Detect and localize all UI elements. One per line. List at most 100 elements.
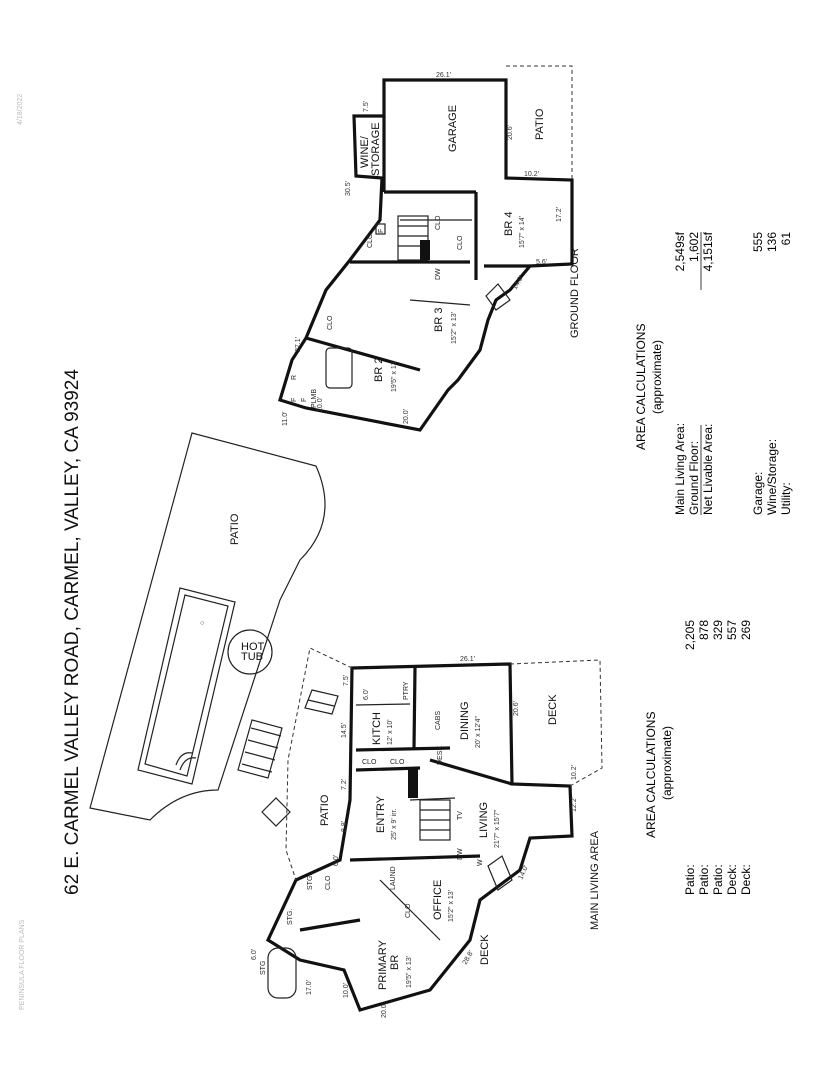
svg-text:○: ○ <box>200 620 204 627</box>
svg-text:CLO: CLO <box>405 903 412 918</box>
svg-text:20' x 12'4": 20' x 12'4" <box>475 715 482 748</box>
watermark-left: PENINSULA FLOOR PLANS <box>19 919 26 1010</box>
svg-text:CLO: CLO <box>362 759 377 766</box>
svg-text:10.2': 10.2' <box>524 171 539 178</box>
svg-text:STG.: STG. <box>307 874 314 890</box>
svg-text:14.5': 14.5' <box>341 723 348 738</box>
svg-text:(approximate): (approximate) <box>650 340 664 414</box>
ground-floor-label: GROUND FLOOR <box>569 248 581 338</box>
room-living: LIVING <box>478 802 490 838</box>
svg-text:26.1': 26.1' <box>460 656 475 663</box>
main-living-area-label: MAIN LIVING AREA <box>589 830 601 930</box>
svg-text:15'7" x 14': 15'7" x 14' <box>519 216 526 248</box>
watermark-right: 4/18/2022 <box>17 94 24 125</box>
svg-text:6.0': 6.0' <box>363 689 370 700</box>
pool-patio-area: ○ HOT TUB PATIO <box>89 432 339 821</box>
area-main-row-label: Patio: <box>711 864 725 895</box>
svg-text:19'5" x 13': 19'5" x 13' <box>391 360 398 392</box>
room-garage: GARAGE <box>447 105 459 152</box>
room-primary-br: PRIMARY <box>377 939 389 990</box>
room-patio-pool: PATIO <box>229 513 241 545</box>
svg-text:17.0': 17.0' <box>306 980 313 995</box>
svg-text:12' x 10': 12' x 10' <box>387 719 394 745</box>
svg-text:26.1': 26.1' <box>436 72 451 79</box>
area-main-row-value: 329 <box>711 620 725 640</box>
svg-text:20.6': 20.6' <box>513 701 520 716</box>
svg-text:DESK: DESK <box>437 746 444 765</box>
svg-text:14.0': 14.0' <box>512 275 526 291</box>
room-patio-entry: PATIO <box>319 794 331 826</box>
svg-text:LAUND: LAUND <box>390 866 397 890</box>
svg-text:30.5': 30.5' <box>345 181 352 196</box>
svg-text:CLO: CLO <box>390 759 405 766</box>
svg-text:28.8': 28.8' <box>462 950 476 966</box>
room-br2: BR 2 <box>373 358 385 382</box>
area-calculations-main: AREA CALCULATIONS (approximate) Patio: P… <box>644 620 753 895</box>
hot-tub-label-2: TUB <box>241 651 263 663</box>
svg-text:CABS: CABS <box>435 711 442 730</box>
svg-text:8.8': 8.8' <box>341 821 348 832</box>
area-ground-row-value: 4,151sf <box>701 231 715 271</box>
svg-text:F: F <box>301 398 308 402</box>
svg-text:20.0': 20.0' <box>381 1003 388 1018</box>
area-ground-row-value: 2,549sf <box>673 231 687 271</box>
page-title: 62 E. CARMEL VALLEY ROAD, CARMEL, VALLEY… <box>62 369 83 895</box>
area-main-row-label: Deck: <box>725 864 739 895</box>
svg-text:F: F <box>291 398 298 402</box>
svg-text:CLO: CLO <box>457 235 464 250</box>
area-ground-row-label: Utility: <box>779 482 793 515</box>
area-ground-row-value: 61 <box>779 232 793 246</box>
svg-text:25' x 9' irr.: 25' x 9' irr. <box>391 808 398 840</box>
svg-text:6.0': 6.0' <box>251 949 258 960</box>
room-patio-ground: PATIO <box>534 108 546 140</box>
area-ground-row-label: Ground Floor: <box>687 441 701 515</box>
svg-text:15'2" x 13': 15'2" x 13' <box>451 312 458 344</box>
room-kitch: KITCH <box>371 712 383 745</box>
room-entry: ENTRY <box>375 795 387 833</box>
room-br3: BR 3 <box>433 308 445 332</box>
ground-floor-plan: GARAGE PATIO WINE/ STORAGE BR 4 15'7" x … <box>278 65 574 432</box>
svg-text:STG: STG <box>260 961 267 975</box>
svg-text:DW: DW <box>457 848 464 860</box>
room-deck-bottom: DECK <box>479 934 491 965</box>
svg-text:DW: DW <box>435 268 442 280</box>
svg-text:12.2': 12.2' <box>571 797 578 812</box>
svg-text:20.0': 20.0' <box>403 409 410 424</box>
svg-text:F: F <box>378 229 385 233</box>
area-ground-row-value: 136 <box>765 232 779 252</box>
svg-text:CLO: CLO <box>367 233 374 248</box>
room-br4: BR 4 <box>503 212 515 236</box>
svg-text:11.0': 11.0' <box>282 412 289 426</box>
svg-text:(approximate): (approximate) <box>660 726 674 800</box>
svg-text:PLMB: PLMB <box>311 389 318 408</box>
svg-text:21'7" x 15'7": 21'7" x 15'7" <box>494 809 501 848</box>
svg-text:5.6': 5.6' <box>536 259 547 266</box>
svg-text:CLO: CLO <box>327 315 334 330</box>
svg-text:15'2" x 13': 15'2" x 13' <box>448 890 455 922</box>
area-main-row-value: 878 <box>697 620 711 640</box>
area-ground-row-label: Wine/Storage: <box>765 439 779 515</box>
svg-text:10.0': 10.0' <box>343 983 350 998</box>
room-deck-top: DECK <box>547 694 559 725</box>
svg-text:PTRY: PTRY <box>403 681 410 700</box>
hot-tub <box>227 629 273 675</box>
area-ground-row-label: Net Livable Area: <box>701 424 715 515</box>
area-ground-row-label: Garage: <box>751 472 765 515</box>
svg-text:AREA CALCULATIONS: AREA CALCULATIONS <box>644 712 658 838</box>
area-ground-row-value: 555 <box>751 232 765 252</box>
svg-text:STG.: STG. <box>287 909 294 925</box>
room-wine-storage: WINE/ <box>359 135 371 168</box>
steps <box>237 689 339 779</box>
svg-text:7.5': 7.5' <box>363 101 370 112</box>
svg-text:W: W <box>477 859 484 866</box>
area-main-row-value: 557 <box>725 620 739 640</box>
svg-text:AREA CALCULATIONS: AREA CALCULATIONS <box>634 324 648 450</box>
svg-text:7.5': 7.5' <box>343 675 350 686</box>
svg-text:STORAGE: STORAGE <box>370 122 382 176</box>
room-dining: DINING <box>459 702 471 741</box>
area-ground-row-value: 1,602 <box>687 232 701 262</box>
svg-text:CLO: CLO <box>325 875 332 890</box>
area-main-row-label: Patio: <box>683 864 697 895</box>
area-main-row-value: 269 <box>739 620 753 640</box>
